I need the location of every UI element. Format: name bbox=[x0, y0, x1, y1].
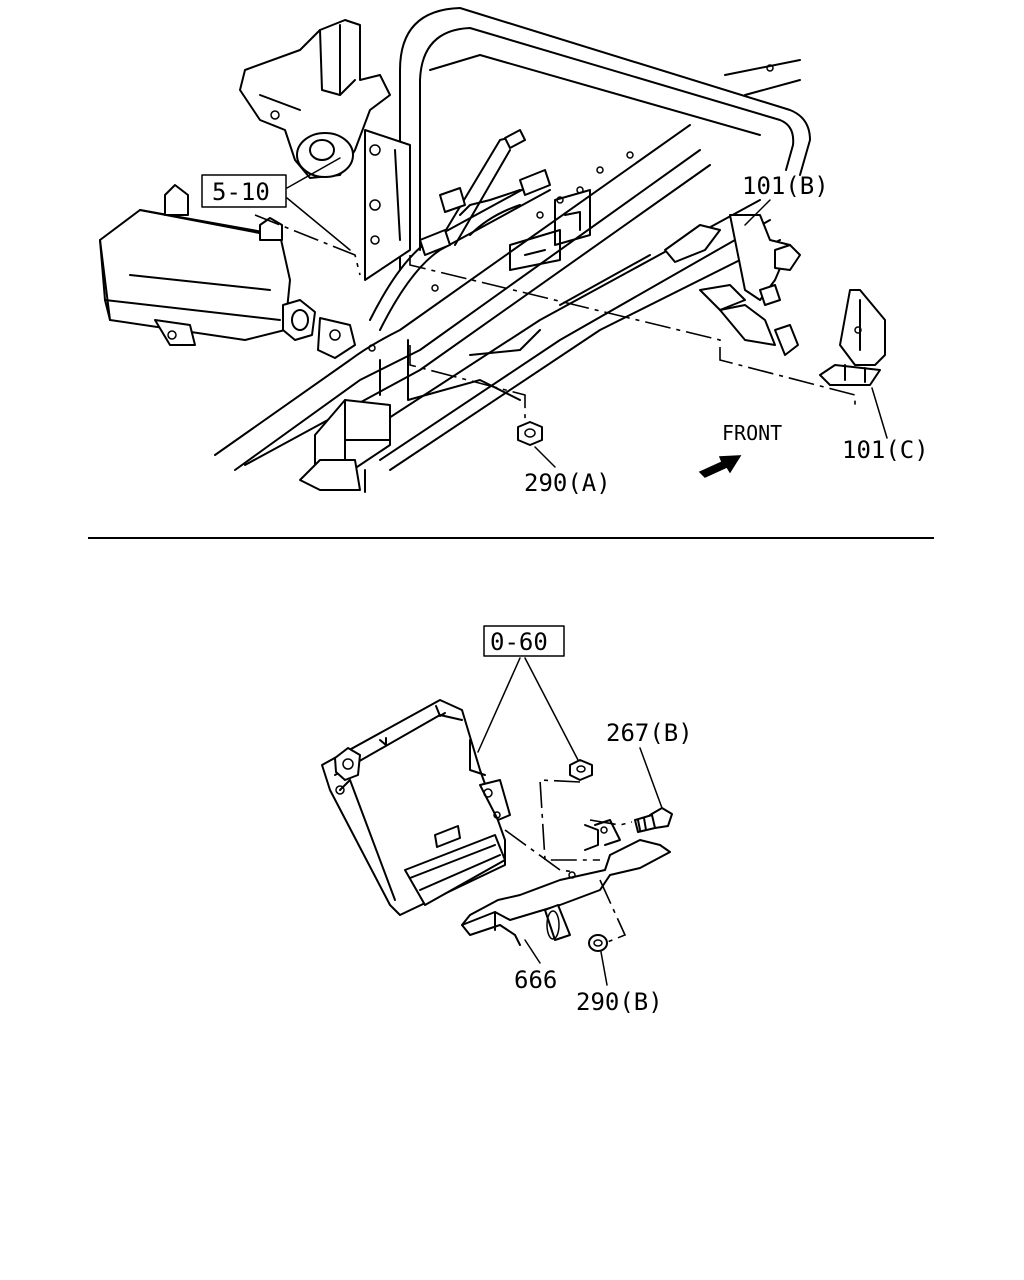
front-label: FRONT bbox=[722, 421, 782, 445]
nut-290b bbox=[588, 934, 608, 952]
ref-box-5-10-label: 5-10 bbox=[212, 178, 270, 206]
canister bbox=[99, 184, 356, 359]
bracket-post bbox=[364, 129, 411, 281]
chassis-rails bbox=[214, 124, 781, 471]
cab-frame bbox=[399, 7, 811, 271]
engine-mount bbox=[239, 19, 391, 179]
assembly-lines-bottom bbox=[504, 779, 633, 944]
ref-box-0-60-label: 0-60 bbox=[490, 628, 548, 656]
arrow-icon bbox=[698, 455, 742, 478]
assembly-lines-top bbox=[254, 214, 856, 420]
bracket-666 bbox=[461, 819, 671, 946]
ref-box-0-60-frame bbox=[483, 625, 565, 657]
bottom-view: 0-60 bbox=[321, 625, 693, 1016]
hoses bbox=[369, 129, 591, 331]
label-267b: 267(B) bbox=[606, 719, 693, 747]
nut-0-60 bbox=[569, 759, 593, 781]
ref-box-5-10-frame bbox=[201, 174, 287, 208]
bracket-101c bbox=[819, 289, 886, 386]
leader-290b bbox=[600, 951, 608, 986]
leader-lines-top bbox=[286, 157, 888, 468]
bolt-267b bbox=[634, 807, 673, 833]
label-666: 666 bbox=[514, 966, 557, 994]
bracket-101b bbox=[664, 214, 801, 356]
top-view: 5-10 101(B) 101(C) 290(A) FRONT bbox=[99, 7, 929, 497]
label-290b: 290(B) bbox=[576, 988, 663, 1016]
leader-666 bbox=[524, 939, 541, 964]
nut-290a bbox=[517, 421, 543, 446]
crossmember bbox=[299, 339, 521, 493]
label-101c: 101(C) bbox=[842, 436, 929, 464]
control-unit bbox=[321, 699, 511, 916]
label-101b: 101(B) bbox=[742, 172, 829, 200]
leader-267b bbox=[639, 747, 663, 809]
label-290a: 290(A) bbox=[524, 469, 611, 497]
leader-0-60-left bbox=[477, 657, 521, 753]
leader-0-60-right bbox=[524, 657, 579, 761]
